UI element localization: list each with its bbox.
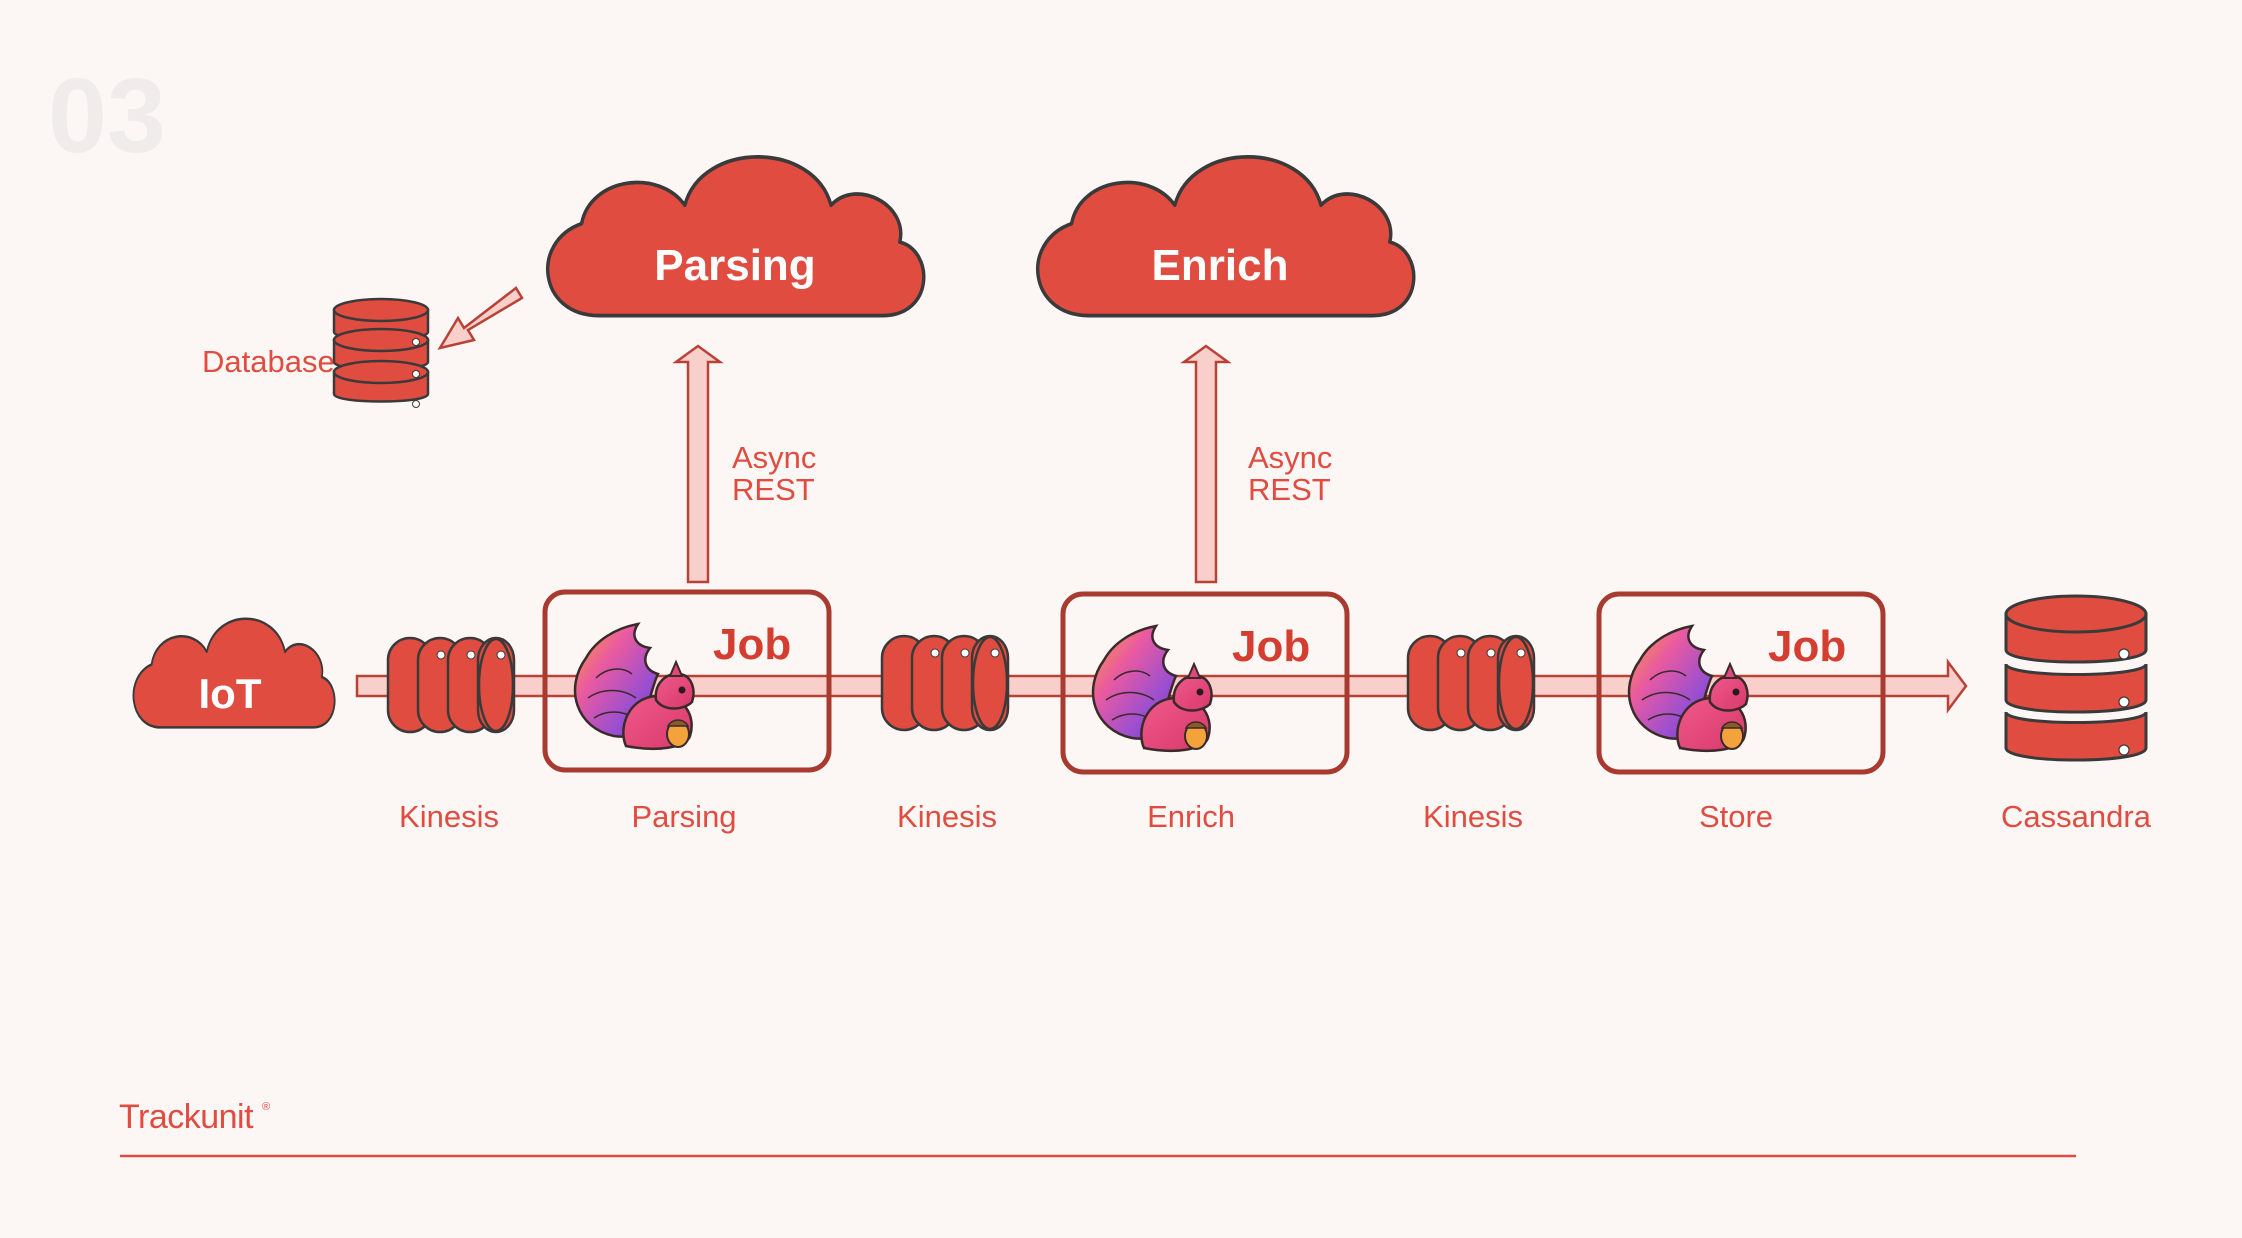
enrich-cloud-label: Enrich	[1152, 241, 1289, 290]
kinesis-stream-3	[1406, 634, 1536, 732]
rest-label-1: REST	[732, 472, 815, 507]
registered-mark: ®	[262, 1101, 270, 1113]
parsing-cloud	[545, 155, 926, 318]
flink-squirrel-icon	[1091, 624, 1213, 753]
rest-label-2: REST	[1248, 472, 1331, 507]
kinesis-caption-1: Kinesis	[399, 799, 499, 834]
flink-squirrel-icon	[573, 622, 695, 751]
async-arrow-enrich	[1180, 344, 1232, 584]
job-caption-parsing: Parsing	[631, 799, 736, 834]
parsing-cloud-label: Parsing	[654, 241, 815, 290]
job-title-enrich: Job	[1232, 622, 1310, 671]
job-title-parsing: Job	[713, 620, 791, 669]
trackunit-logo: Trackunit	[119, 1098, 254, 1136]
job-box-store: Job	[1596, 591, 1886, 775]
job-caption-store: Store	[1699, 799, 1773, 834]
database-arrow	[437, 286, 524, 350]
job-box-parsing: Job	[542, 589, 832, 773]
flink-squirrel-icon	[1627, 624, 1749, 753]
database-icon	[332, 297, 430, 408]
async-label-2: Async	[1248, 440, 1332, 475]
slide-number: 03	[48, 57, 166, 175]
iot-cloud-label: IoT	[199, 670, 262, 717]
database-label: Database	[202, 344, 335, 379]
async-arrow-parsing	[672, 344, 724, 584]
job-caption-enrich: Enrich	[1147, 799, 1235, 834]
enrich-cloud	[1035, 155, 1416, 318]
job-title-store: Job	[1768, 622, 1846, 671]
kinesis-caption-2: Kinesis	[897, 799, 997, 834]
async-label-1: Async	[732, 440, 816, 475]
kinesis-caption-3: Kinesis	[1423, 799, 1523, 834]
kinesis-stream-1	[386, 636, 516, 734]
cassandra-icon	[2004, 594, 2148, 762]
kinesis-stream-2	[880, 634, 1010, 732]
job-box-enrich: Job	[1060, 591, 1350, 775]
cassandra-caption: Cassandra	[2001, 799, 2152, 834]
